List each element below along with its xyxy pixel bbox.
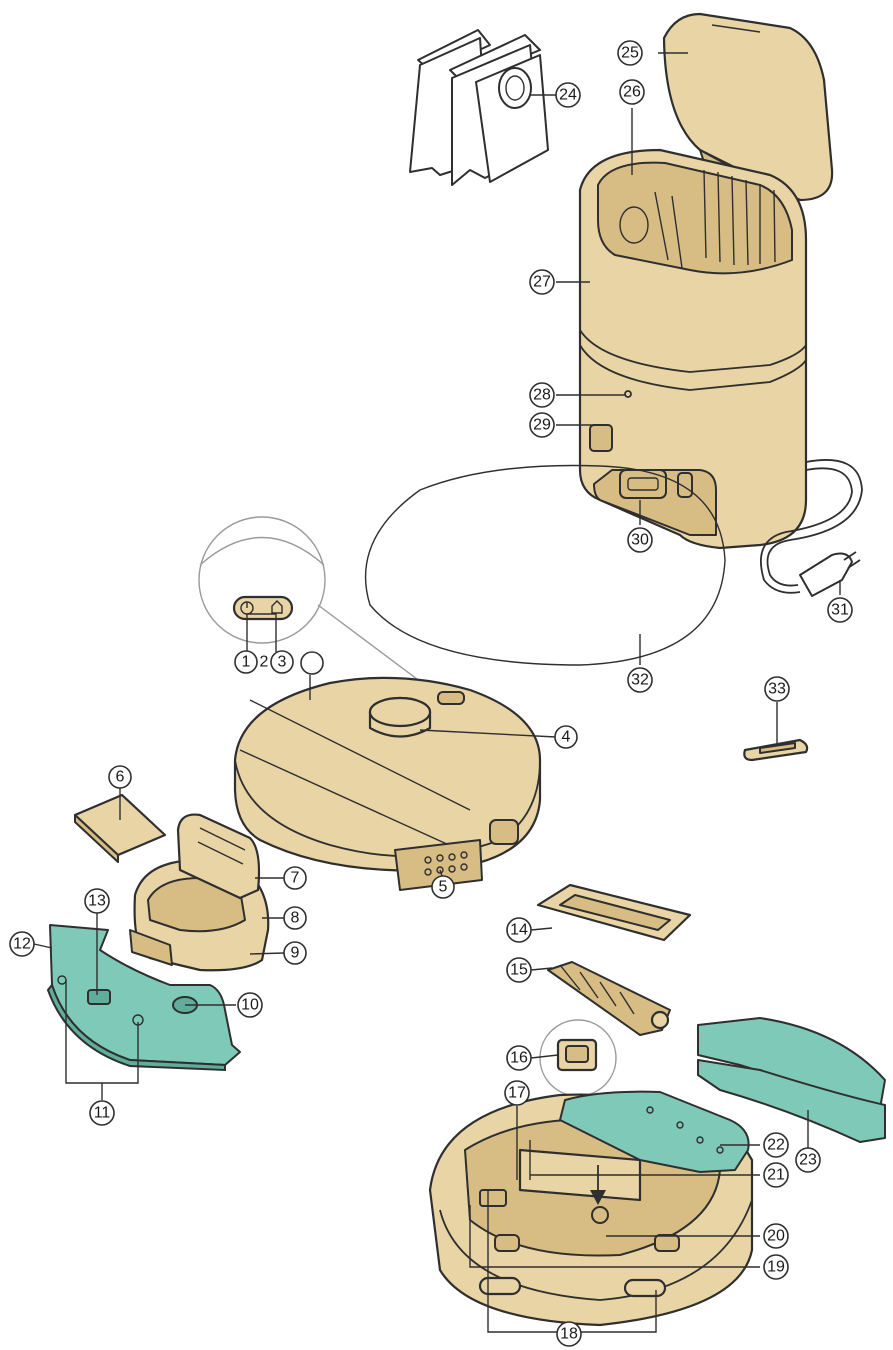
svg-text:4: 4: [562, 729, 571, 746]
callout-33: 33: [764, 676, 790, 702]
svg-text:26: 26: [623, 84, 641, 101]
svg-text:24: 24: [559, 87, 577, 104]
svg-text:19: 19: [767, 1259, 785, 1276]
svg-text:23: 23: [799, 1152, 817, 1169]
svg-text:33: 33: [768, 681, 786, 698]
callout-18: 18: [556, 1321, 582, 1347]
callout-5: 5: [431, 875, 455, 899]
callout-27: 27: [529, 269, 555, 295]
callout-2: 2: [260, 654, 269, 671]
callout-1: 1: [234, 650, 258, 674]
svg-text:28: 28: [533, 387, 551, 404]
callout-22: 22: [763, 1132, 789, 1158]
svg-text:8: 8: [291, 910, 300, 927]
callout-9: 9: [283, 941, 307, 965]
callout-13: 13: [84, 888, 110, 914]
callout-17: 17: [504, 1080, 530, 1106]
callout-29: 29: [529, 412, 555, 438]
svg-text:3: 3: [278, 654, 287, 671]
auto-empty-dock: [578, 12, 834, 550]
callout-6: 6: [108, 765, 132, 789]
callout-32: 32: [627, 667, 653, 693]
svg-text:12: 12: [13, 936, 31, 953]
svg-text:7: 7: [291, 870, 300, 887]
svg-text:5: 5: [439, 879, 448, 896]
charging-contact-part: [743, 738, 809, 762]
svg-text:14: 14: [510, 922, 528, 939]
callout-11: 11: [89, 1100, 115, 1126]
base-plate-outline: [364, 464, 726, 666]
svg-text:32: 32: [631, 672, 649, 689]
callout-15: 15: [506, 957, 532, 983]
svg-text:21: 21: [767, 1167, 785, 1184]
callout-24: 24: [555, 82, 581, 108]
svg-text:9: 9: [291, 945, 300, 962]
svg-text:18: 18: [560, 1326, 578, 1343]
callout-25: 25: [617, 40, 643, 66]
svg-text:1: 1: [242, 654, 251, 671]
callout-14: 14: [506, 917, 532, 943]
dust-bags: [409, 29, 549, 186]
callout-20: 20: [763, 1223, 789, 1249]
svg-text:13: 13: [88, 893, 106, 910]
callout-8: 8: [283, 906, 307, 930]
svg-text:31: 31: [831, 602, 849, 619]
callout-12: 12: [9, 931, 35, 957]
callout-4: 4: [554, 725, 578, 749]
svg-text:27: 27: [533, 274, 551, 291]
main-brush: [547, 961, 671, 1036]
svg-text:20: 20: [767, 1228, 785, 1245]
svg-text:15: 15: [510, 962, 528, 979]
robot-vacuum-top: [233, 676, 542, 891]
svg-text:6: 6: [116, 769, 125, 786]
callout-16: 16: [506, 1045, 532, 1071]
svg-text:25: 25: [621, 45, 639, 62]
mop-pads: [697, 1017, 886, 1143]
svg-text:11: 11: [94, 1105, 111, 1122]
dust-bin: [129, 813, 270, 972]
callout-7: 7: [283, 866, 307, 890]
indicator-circle-blank: [300, 651, 324, 675]
callout-30: 30: [627, 527, 653, 553]
svg-text:2: 2: [260, 654, 269, 671]
svg-text:16: 16: [510, 1050, 528, 1067]
callout-10: 10: [237, 992, 263, 1018]
power-cable: [760, 459, 863, 597]
callout-21: 21: [763, 1162, 789, 1188]
callout-19: 19: [763, 1254, 789, 1280]
callout-28: 28: [529, 382, 555, 408]
button-zoom-detail: [198, 516, 446, 701]
svg-text:17: 17: [508, 1085, 526, 1102]
svg-text:10: 10: [241, 997, 259, 1014]
svg-text:29: 29: [533, 417, 551, 434]
callout-3: 3: [270, 650, 294, 674]
svg-text:30: 30: [631, 532, 649, 549]
brush-cover: [536, 883, 692, 942]
leader-lines: [33, 52, 841, 1333]
callout-labels: 1 2 3 4 5 6 7 8 9 10 11 12 13 14 15 16 1…: [9, 40, 853, 1347]
callout-26: 26: [619, 79, 645, 105]
callout-23: 23: [795, 1147, 821, 1173]
svg-text:22: 22: [767, 1137, 785, 1154]
callout-31: 31: [827, 597, 853, 623]
